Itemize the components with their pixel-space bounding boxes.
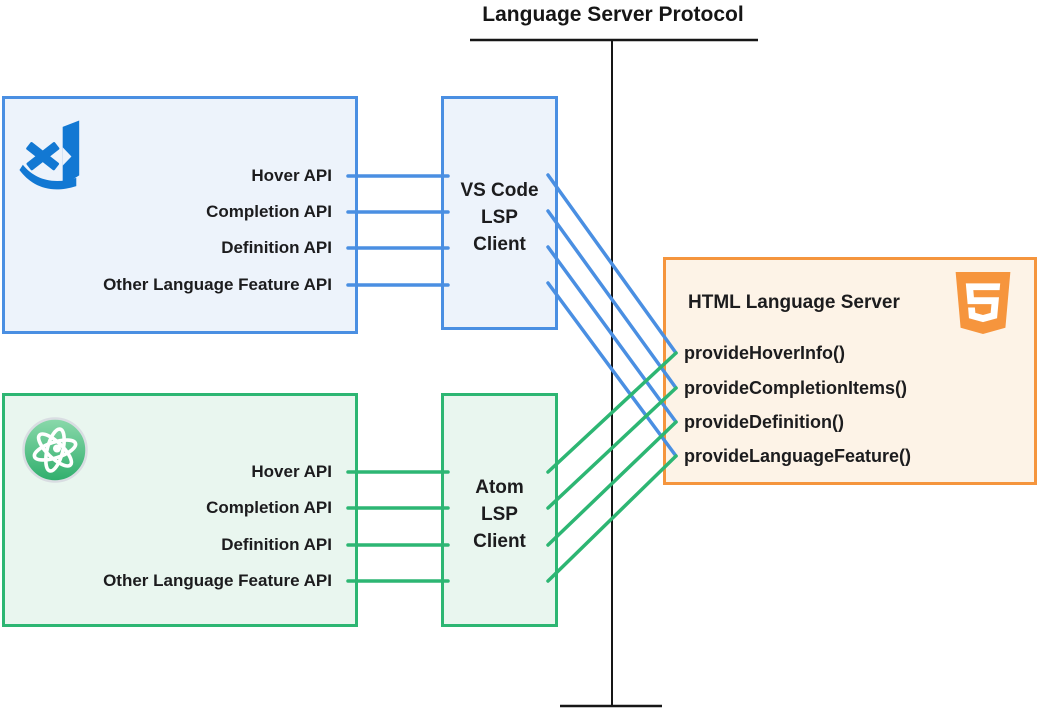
- server-title: HTML Language Server: [688, 292, 900, 313]
- vscode-icon: [19, 120, 80, 190]
- vscode-server-connectors: [546, 173, 678, 458]
- diagram-title: Language Server Protocol: [482, 3, 744, 26]
- vscode-api-other: Other Language Feature API: [103, 275, 332, 294]
- vscode-api-definition: Definition API: [221, 238, 332, 257]
- server-method-completion: provideCompletionItems(): [684, 378, 908, 398]
- atom-lsp-client-label: Atom LSP Client: [473, 476, 526, 552]
- atom-server-connectors: [546, 351, 678, 583]
- atom-api-hover: Hover API: [251, 462, 332, 481]
- server-method-definition: provideDefinition(): [684, 412, 844, 432]
- atom-api-completion: Completion API: [206, 498, 332, 517]
- atom-lsp-client-box: Atom LSP Client: [441, 393, 558, 627]
- atom-api-definition: Definition API: [221, 535, 332, 554]
- atom-api-other: Other Language Feature API: [103, 571, 332, 590]
- vscode-api-connectors: [346, 174, 450, 287]
- atom-app-box: Hover API Completion API Definition API …: [2, 393, 358, 627]
- server-method-language: provideLanguageFeature(): [684, 446, 912, 466]
- atom-icon: [22, 417, 88, 483]
- vscode-lsp-client-label: VS Code LSP Client: [460, 179, 539, 255]
- atom-api-connectors: [346, 470, 450, 583]
- vscode-lsp-client-box: VS Code LSP Client: [441, 96, 558, 330]
- html5-icon: [955, 272, 1011, 334]
- server-method-hover: provideHoverInfo(): [684, 343, 846, 363]
- vscode-app-box: Hover API Completion API Definition API …: [2, 96, 358, 334]
- html-language-server-box: HTML Language Server provideHoverInfo() …: [663, 257, 1037, 485]
- vscode-api-completion: Completion API: [206, 202, 332, 221]
- vscode-api-hover: Hover API: [251, 166, 332, 185]
